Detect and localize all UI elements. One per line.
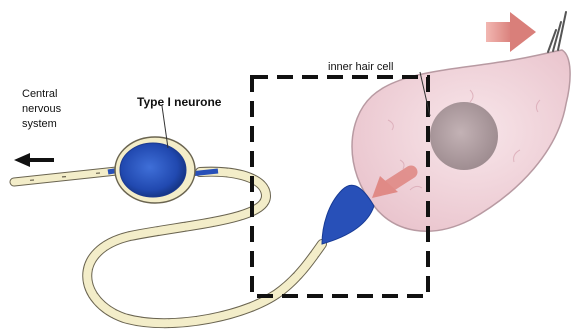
type-i-neurone-label: Type I neurone: [137, 95, 221, 109]
cns-direction-arrow: [14, 153, 54, 167]
peripheral-axon: [87, 171, 322, 323]
inner-hair-cell-label: inner hair cell: [328, 61, 393, 73]
nucleus: [430, 102, 498, 170]
cns-label-line-2: nervous: [22, 102, 61, 117]
stereocilia: [548, 12, 566, 52]
cns-label-line-3: system: [22, 117, 61, 132]
stimulus-arrow: [486, 12, 536, 52]
afferent-terminal: [322, 185, 374, 244]
neuron-soma: [115, 137, 195, 203]
central-nervous-system-label: Central nervous system: [22, 87, 61, 132]
cns-label-line-1: Central: [22, 87, 61, 102]
